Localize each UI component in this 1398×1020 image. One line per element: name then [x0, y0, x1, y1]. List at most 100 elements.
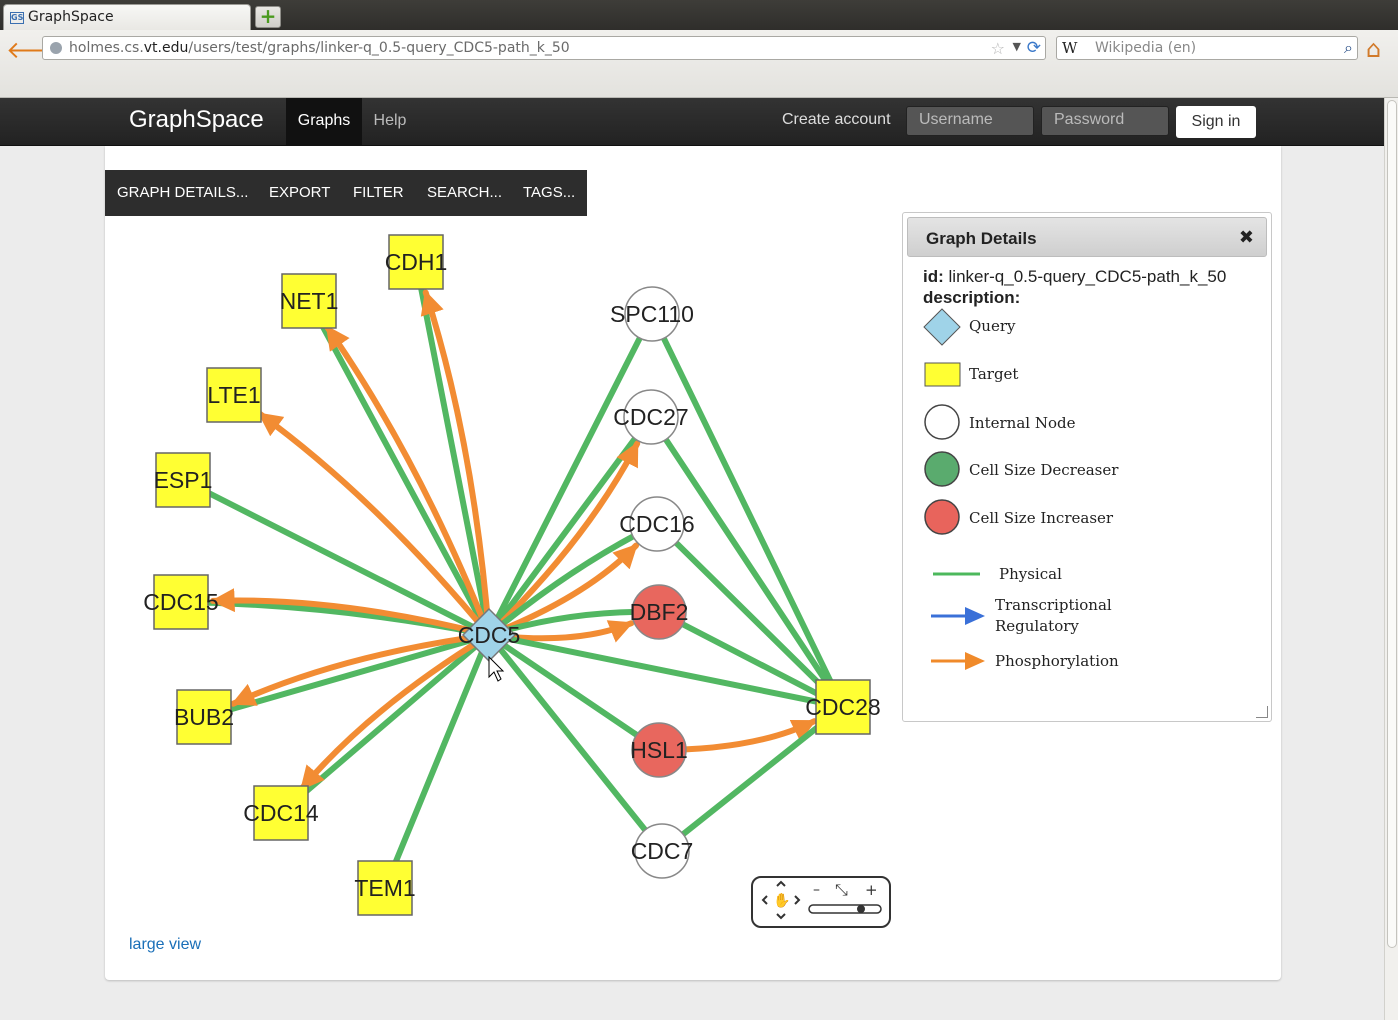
node-shape-bub2[interactable]	[176, 689, 232, 745]
edge-cdc5-spc110-physical[interactable]	[486, 311, 655, 638]
node-cdh1[interactable]: CDH1	[385, 234, 448, 290]
node-hsl1[interactable]: HSL1	[630, 722, 688, 778]
node-shape-cdc28[interactable]	[815, 679, 871, 735]
node-shape-spc110[interactable]	[624, 286, 680, 342]
node-dbf2[interactable]: DBF2	[630, 584, 689, 640]
tags-menu[interactable]: TAGS...	[523, 184, 576, 201]
edge-cdc5-esp1-physical[interactable]	[180, 477, 492, 638]
edge-cdc7-cdc28-physical[interactable]	[659, 704, 846, 854]
large-view-link[interactable]: large view	[129, 936, 202, 953]
node-cdc16[interactable]: CDC16	[619, 496, 695, 552]
zoom-out-button[interactable]: –	[813, 882, 820, 898]
edge-cdc5-bub2-phospho[interactable]	[230, 632, 492, 707]
edge-cdc5-net1-phospho[interactable]	[324, 324, 492, 638]
resize-handle-icon[interactable]	[1256, 706, 1268, 718]
edge-cdc16-cdc28-physical[interactable]	[654, 521, 846, 710]
scrollbar-thumb[interactable]	[1387, 100, 1397, 948]
create-account-link[interactable]: Create account	[782, 111, 891, 128]
node-shape-cdh1[interactable]	[388, 234, 444, 290]
new-tab-button[interactable]: +	[255, 6, 281, 28]
node-shape-cdc14[interactable]	[253, 785, 309, 841]
node-label-cdc14: CDC14	[243, 800, 319, 826]
edge-cdc5-net1-physical[interactable]	[306, 298, 492, 638]
bookmark-star-icon[interactable]: ☆	[990, 39, 1005, 58]
edge-cdc27-cdc28-physical[interactable]	[648, 414, 846, 710]
node-cdc27[interactable]: CDC27	[613, 389, 689, 445]
legend-internal-label: Internal Node	[969, 414, 1076, 432]
url-path: /users/test/graphs/linker-q_0.5-query_CD…	[188, 40, 570, 56]
edge-cdc5-hsl1-physical[interactable]	[486, 632, 662, 753]
legend-increaser-circle-icon	[924, 499, 960, 535]
legend-phospho-label: Phosphorylation	[995, 652, 1119, 670]
edge-cdc5-bub2-physical[interactable]	[201, 632, 492, 720]
node-cdc14[interactable]: CDC14	[243, 785, 319, 841]
url-host: vt.edu	[143, 40, 189, 56]
wikipedia-icon[interactable]: W	[1062, 39, 1078, 57]
edge-spc110-cdc28-physical[interactable]	[649, 311, 846, 710]
zoom-control-svg: ✋	[761, 880, 882, 920]
home-icon[interactable]: ⌂	[1366, 35, 1382, 63]
node-cdc28[interactable]: CDC28	[805, 679, 881, 735]
browser-tab[interactable]: GS GraphSpace	[3, 4, 251, 30]
site-identity-icon[interactable]	[50, 42, 62, 54]
edge-dbf2-cdc28-physical[interactable]	[656, 609, 846, 710]
node-cdc5[interactable]: CDC5	[458, 607, 521, 663]
node-shape-cdc15[interactable]	[153, 574, 209, 630]
node-lte1[interactable]: LTE1	[206, 367, 262, 423]
close-icon[interactable]: ✖	[1238, 227, 1254, 248]
zoom-in-button[interactable]: +	[865, 881, 878, 899]
node-net1[interactable]: NET1	[280, 273, 339, 329]
edge-cdc5-cdc15-phospho[interactable]	[209, 588, 492, 638]
node-esp1[interactable]: ESP1	[154, 452, 213, 508]
node-shape-esp1[interactable]	[155, 452, 211, 508]
search-bar[interactable]: W Wikipedia (en) ⌕	[1056, 36, 1358, 60]
nav-graphs[interactable]: Graphs	[286, 98, 362, 146]
page-scrollbar[interactable]	[1384, 98, 1398, 1020]
node-cdc15[interactable]: CDC15	[143, 574, 219, 630]
edge-cdc5-cdc7-physical[interactable]	[486, 632, 665, 854]
nav-help[interactable]: Help	[373, 112, 407, 129]
export-menu[interactable]: EXPORT	[269, 184, 331, 201]
node-shape-hsl1[interactable]	[631, 722, 687, 778]
node-shape-cdc7[interactable]	[634, 823, 690, 879]
search-placeholder: Wikipedia (en)	[1095, 40, 1197, 56]
sign-in-button[interactable]: Sign in	[1176, 106, 1256, 138]
node-cdc7[interactable]: CDC7	[631, 823, 694, 879]
filter-menu[interactable]: FILTER	[353, 184, 404, 201]
node-bub2[interactable]: BUB2	[174, 689, 234, 745]
search-icon[interactable]: ⌕	[1344, 38, 1353, 57]
url-dropdown-icon[interactable]: ▼	[1012, 40, 1021, 53]
url-bar[interactable]: holmes.cs.vt.edu/users/test/graphs/linke…	[42, 36, 1046, 60]
zoom-fit-button[interactable]: ⤡	[835, 880, 848, 899]
username-input[interactable]: Username	[906, 106, 1034, 136]
password-input[interactable]: Password	[1041, 106, 1169, 136]
edge-cdc5-cdc28-physical[interactable]	[486, 632, 846, 710]
pan-right-icon	[794, 895, 801, 905]
edge-cdc5-cdc14-phospho[interactable]	[298, 632, 492, 792]
edge-cdc5-cdh1-physical[interactable]	[413, 259, 492, 638]
node-shape-tem1[interactable]	[357, 860, 413, 916]
search-menu[interactable]: SEARCH...	[427, 184, 503, 201]
graph-details-menu[interactable]: GRAPH DETAILS...	[117, 184, 249, 201]
edge-cdc5-cdc14-physical[interactable]	[278, 632, 492, 816]
node-shape-cdc27[interactable]	[623, 389, 679, 445]
node-shape-cdc16[interactable]	[629, 496, 685, 552]
tab-title: GraphSpace	[28, 9, 114, 25]
node-label-net1: NET1	[280, 288, 339, 314]
reload-icon[interactable]: ⟳	[1026, 38, 1041, 58]
brand-logo[interactable]: GraphSpace	[129, 106, 264, 133]
node-shape-lte1[interactable]	[206, 367, 262, 423]
node-spc110[interactable]: SPC110	[610, 286, 694, 342]
edge-cdc5-lte1-phospho[interactable]	[256, 410, 492, 638]
edge-cdc5-cdc27-phospho[interactable]	[486, 440, 641, 638]
back-arrow-icon[interactable]: 🡐	[6, 36, 71, 64]
legend-physical-label: Physical	[999, 565, 1062, 583]
node-shape-net1[interactable]	[281, 273, 337, 329]
graph-description-label: description:	[923, 288, 1021, 307]
edge-cdc5-tem1-physical[interactable]	[382, 632, 492, 891]
edge-cdc5-cdh1-phospho[interactable]	[420, 289, 492, 638]
node-tem1[interactable]: TEM1	[354, 860, 416, 916]
zoom-slider-track	[808, 904, 882, 914]
node-shape-dbf2[interactable]	[631, 584, 687, 640]
